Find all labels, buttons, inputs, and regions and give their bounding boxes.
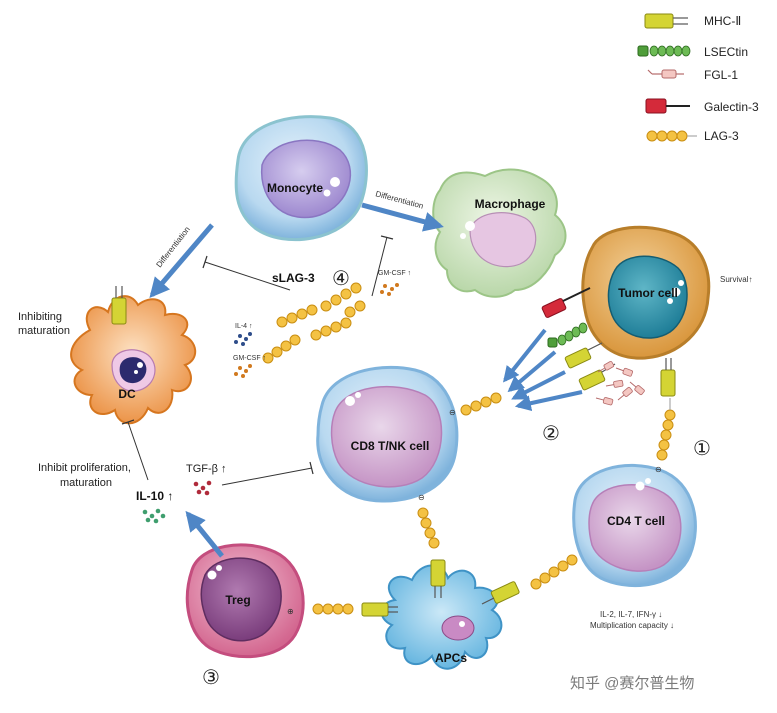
dc-cell: DC Inhibiting maturation xyxy=(18,295,197,425)
inhibit-prolif-line1: Inhibit proliferation, xyxy=(38,462,131,474)
fgl1-molecules xyxy=(595,361,645,406)
cd8-minus-down: ⊖ xyxy=(418,493,425,502)
cd8-label: CD8 T/NK cell xyxy=(351,439,430,453)
treg-lag3: ⊕ xyxy=(287,603,354,616)
monocyte-to-dc-arrow: Differentiation xyxy=(149,223,214,299)
apc-mhc-left xyxy=(361,602,398,617)
macrophage-label: Macrophage xyxy=(475,197,546,211)
differentiation-label-left: Differentiation xyxy=(154,225,191,269)
il10-inhibit-dc xyxy=(121,419,149,481)
watermark: 知乎 @赛尔普生物 xyxy=(570,675,694,692)
apc-mhc-up xyxy=(430,559,446,598)
legend: MHC-Ⅱ LSECtin FGL-1 xyxy=(637,13,759,143)
gmcsf-left-label: GM-CSF ↑ xyxy=(233,355,266,362)
cd8-cell: CD8 T/NK cell xyxy=(316,365,459,503)
cd4-effect-line1: IL-2, IL-7, IFN-γ ↓ xyxy=(600,610,662,619)
dc-label: DC xyxy=(118,387,136,401)
fgl1-icon xyxy=(647,69,684,79)
slag3-label: sLAG-3 xyxy=(272,271,315,285)
tgfb-molecules xyxy=(193,480,212,496)
galectin3-icon xyxy=(645,98,690,114)
legend-lsectin-label: LSECtin xyxy=(704,45,748,59)
number-2: ② xyxy=(542,423,560,445)
number-3: ③ xyxy=(202,667,220,689)
treg-to-il10-arrow xyxy=(185,510,224,558)
gmcsf-left-group: GM-CSF ↑ xyxy=(233,355,266,378)
legend-galectin3-label: Galectin-3 xyxy=(704,100,759,114)
legend-galectin3: Galectin-3 xyxy=(645,98,759,114)
cd4-effect-line2: Multiplication capacity ↓ xyxy=(590,621,674,630)
tgfb-label: TGF-β ↑ xyxy=(186,463,227,475)
number-1: ① xyxy=(693,438,711,460)
tumor-cell-label: Tumor cell xyxy=(618,286,678,300)
legend-lag3: LAG-3 xyxy=(646,129,739,143)
il10-molecules xyxy=(142,508,166,524)
survival-label: Survival↑ xyxy=(720,275,752,284)
tumor-to-cd8-arrows xyxy=(503,328,583,412)
tumor-mhc-1 xyxy=(564,342,603,369)
tumor-lsectin xyxy=(547,322,588,348)
legend-lag3-label: LAG-3 xyxy=(704,129,739,143)
il4-label: IL-4 ↑ xyxy=(235,323,253,330)
number-4: ④ xyxy=(332,268,350,290)
legend-fgl1: FGL-1 xyxy=(647,68,738,82)
cd4-label: CD4 T cell xyxy=(607,514,665,528)
treg-cell: Treg xyxy=(185,543,305,659)
tumor-cell: Tumor cell Survival↑ xyxy=(581,225,752,360)
slag3-molecules xyxy=(262,282,366,364)
monocyte-to-macrophage-arrow: Differentiation xyxy=(361,189,444,232)
cd8-lag3-right: ⊖ xyxy=(449,392,502,417)
apc-mhc-right xyxy=(481,581,520,605)
cd4-lag3-up: ⊖ xyxy=(655,398,676,474)
dc-mhc xyxy=(111,286,127,325)
legend-mhc: MHC-Ⅱ xyxy=(644,13,741,29)
il4-group: IL-4 ↑ xyxy=(234,323,253,346)
differentiation-label-top: Differentiation xyxy=(374,189,424,210)
macrophage-cell: Macrophage xyxy=(432,168,567,298)
cd4-minus: ⊖ xyxy=(655,465,662,474)
slag3-inhibit-macrophage xyxy=(371,235,394,297)
cd8-minus-right: ⊖ xyxy=(449,408,456,417)
treg-label: Treg xyxy=(225,593,250,607)
tgfb-inhibit-cd8 xyxy=(221,461,314,486)
gmcsf-top-group: GM-CSF ↑ xyxy=(378,270,411,296)
cd4-cell: CD4 T cell IL-2, IL-7, IFN-γ ↓ Multiplic… xyxy=(572,463,697,630)
inhibiting-maturation-line2: maturation xyxy=(18,325,70,337)
treg-plus: ⊕ xyxy=(287,607,294,616)
cd4-lag3-to-apc xyxy=(530,554,578,590)
mhc-icon xyxy=(644,13,674,29)
legend-mhc-label: MHC-Ⅱ xyxy=(704,14,741,28)
legend-fgl1-label: FGL-1 xyxy=(704,68,738,82)
monocyte-label: Monocyte xyxy=(267,181,323,195)
lag3-icon xyxy=(646,130,697,142)
tumor-mhc-down xyxy=(660,358,676,397)
apc-label: APCs xyxy=(435,651,467,665)
lsectin-icon xyxy=(637,45,691,57)
il10-label: IL-10 ↑ xyxy=(136,489,173,503)
monocyte-cell: Monocyte xyxy=(234,115,368,242)
inhibit-prolif-line2: maturation xyxy=(60,477,112,489)
apc-cell: APCs xyxy=(380,564,503,670)
legend-lsectin: LSECtin xyxy=(637,45,748,59)
inhibiting-maturation-line1: Inhibiting xyxy=(18,311,62,323)
gmcsf-top-label: GM-CSF ↑ xyxy=(378,270,411,277)
cd8-lag3-down: ⊖ xyxy=(417,493,440,549)
tumor-galectin3 xyxy=(541,287,591,318)
slag3-inhibit-dc xyxy=(202,255,291,291)
